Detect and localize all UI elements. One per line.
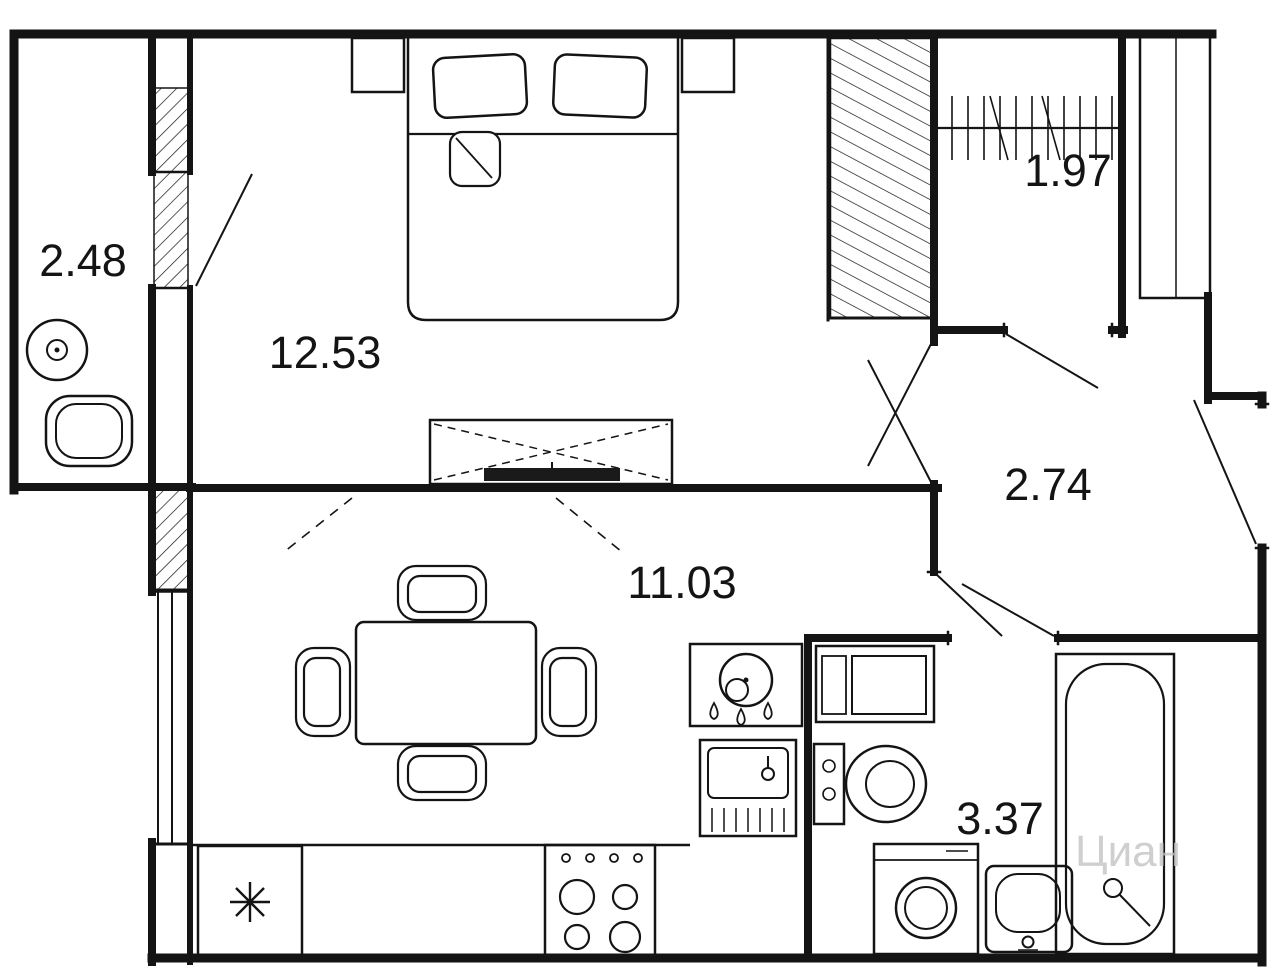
chair-icon <box>396 744 488 802</box>
room-label-wardrobe: 1.97 <box>1024 145 1112 196</box>
snowflake-icon <box>230 882 270 922</box>
room-label-hallway: 2.74 <box>1004 459 1092 510</box>
bed-icon <box>350 34 736 322</box>
closet-shelves-icon <box>828 36 934 320</box>
room-label-bathroom: 3.37 <box>956 793 1044 844</box>
stove-icon <box>543 843 657 957</box>
washbasin-icon <box>984 864 1074 954</box>
wardrobe-door-swing-icon <box>1005 333 1099 389</box>
interior-walls <box>186 30 1266 962</box>
balcony-lamp-icon <box>25 318 89 382</box>
chair-icon <box>396 564 488 622</box>
room-label-balcony: 2.48 <box>39 235 127 286</box>
projection-dashed-lines <box>283 497 623 553</box>
bathroom-cabinet-icon <box>814 644 936 724</box>
kitchen-door-swing-icon <box>935 573 1003 637</box>
window-block-top-right <box>1138 34 1212 300</box>
chair-icon <box>540 646 598 738</box>
room-label-bedroom: 12.53 <box>269 327 382 378</box>
room-label-kitchen-living: 11.03 <box>627 557 736 608</box>
entrance-door-swing-icon <box>1193 399 1257 545</box>
sink-cabinet-icon <box>698 738 798 838</box>
balcony-basin-icon <box>44 394 134 468</box>
watermark-text: Циан <box>1075 827 1181 876</box>
balcony-door-swing-icon <box>195 173 253 287</box>
kitchen-sink-icon <box>688 642 804 728</box>
bathtub-icon <box>1054 652 1176 956</box>
door-swing-icons <box>195 173 1257 637</box>
pillow-icon <box>551 53 649 119</box>
shaft-hatch-blocks <box>153 87 189 593</box>
fridge-icon <box>196 844 304 958</box>
toilet-icon <box>812 742 928 826</box>
wardrobe-hangers-icon <box>938 95 1120 161</box>
dining-set-icon <box>294 564 598 802</box>
bathroom-door-swing-icon <box>961 583 1055 637</box>
pillow-icon <box>431 52 529 120</box>
nightstand-left-icon <box>350 36 406 94</box>
chair-icon <box>294 646 352 738</box>
bedroom-door-swing-icon <box>867 341 933 485</box>
tv-stand-icon <box>428 418 674 486</box>
tv-icon <box>484 468 620 481</box>
nightstand-right-icon <box>680 36 736 94</box>
washing-machine-icon <box>872 842 980 956</box>
dining-table <box>354 620 538 746</box>
